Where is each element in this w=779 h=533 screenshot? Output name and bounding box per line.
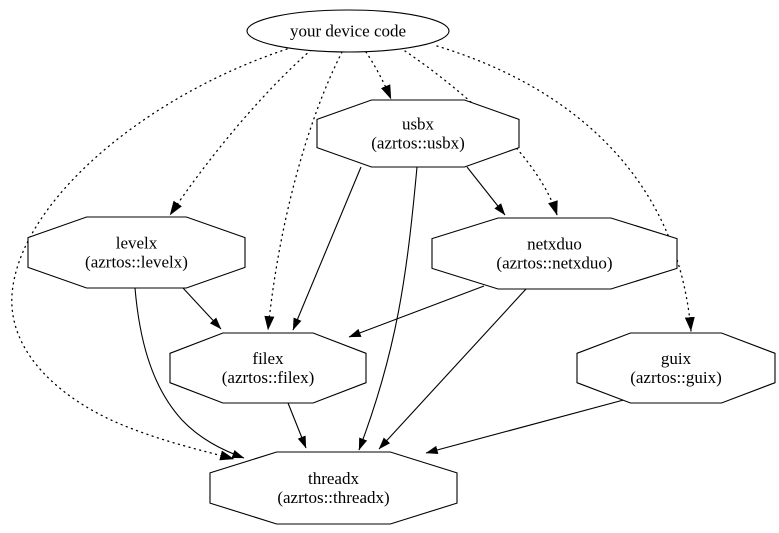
- nodes-layer: your device codeusbx(azrtos::usbx)levelx…: [27, 9, 776, 525]
- edge-guix-threadx: [425, 397, 632, 455]
- filex-label: filex(azrtos::filex): [222, 349, 315, 387]
- edges-layer: [11, 45, 695, 461]
- edge-usbx-threadx: [358, 166, 418, 451]
- edge-levelx-filex: [182, 287, 222, 330]
- netxduo-octagon-shape: [431, 217, 678, 290]
- guix-octagon-shape: [576, 332, 776, 404]
- node-filex: filex(azrtos::filex): [169, 332, 367, 404]
- threadx-octagon-shape: [209, 451, 458, 525]
- node-device: your device code: [246, 9, 450, 53]
- node-guix: guix(azrtos::guix): [576, 332, 776, 404]
- node-netxduo: netxduo(azrtos::netxduo): [431, 217, 678, 290]
- edge-filex-threadx: [287, 402, 307, 449]
- threadx-label: threadx(azrtos::threadx): [277, 469, 389, 507]
- edge-device-levelx: [169, 49, 312, 216]
- edge-levelx-threadx: [134, 287, 245, 459]
- edge-device-threadx: [11, 48, 288, 461]
- netxduo-label: netxduo(azrtos::netxduo): [496, 235, 612, 273]
- edge-device-guix: [436, 45, 695, 332]
- edge-device-usbx: [365, 51, 392, 100]
- edge-netxduo-filex: [348, 285, 485, 338]
- edge-netxduo-threadx: [378, 288, 527, 450]
- filex-octagon-shape: [169, 332, 367, 404]
- usbx-octagon-shape: [316, 99, 520, 168]
- guix-label: guix(azrtos::guix): [630, 349, 722, 387]
- device-ellipse-shape: [246, 9, 450, 53]
- usbx-label: usbx(azrtos::usbx): [371, 115, 464, 153]
- node-levelx: levelx(azrtos::levelx): [27, 216, 246, 289]
- edge-usbx-netxduo: [466, 166, 506, 216]
- node-threadx: threadx(azrtos::threadx): [209, 451, 458, 525]
- node-usbx: usbx(azrtos::usbx): [316, 99, 520, 168]
- edge-device-filex: [264, 51, 343, 331]
- levelx-octagon-shape: [27, 216, 246, 289]
- edge-usbx-filex: [292, 166, 362, 331]
- levelx-label: levelx(azrtos::levelx): [85, 234, 188, 272]
- device-label: your device code: [290, 22, 406, 41]
